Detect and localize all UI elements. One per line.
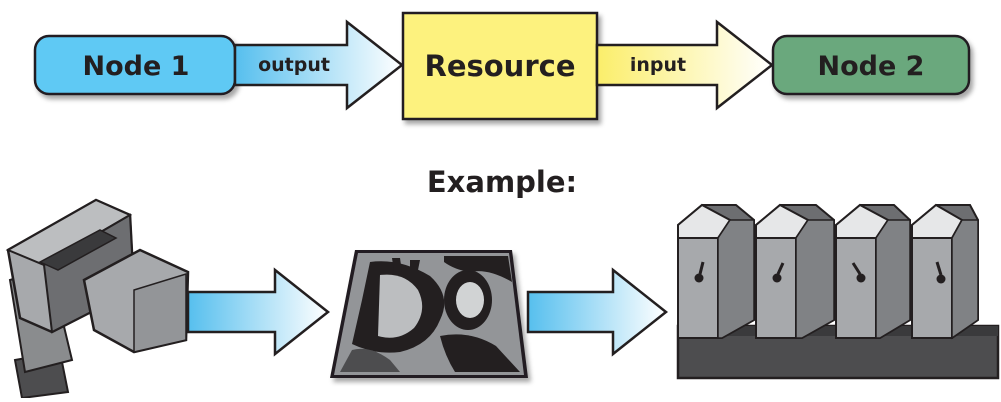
example-arrow-2 bbox=[526, 267, 669, 357]
press-unit-3 bbox=[835, 203, 911, 339]
node1-box: Node 1 bbox=[33, 34, 237, 96]
example-arrow-1 bbox=[186, 267, 331, 357]
imagesetter-icon bbox=[5, 198, 190, 400]
press-unit-4 bbox=[911, 203, 979, 340]
press-unit-1 bbox=[677, 203, 755, 339]
image-sheet-icon bbox=[330, 250, 528, 378]
resource-label: Resource bbox=[425, 49, 576, 83]
node2-box: Node 2 bbox=[771, 34, 971, 96]
output-arrow: output bbox=[233, 19, 405, 111]
input-arrow-label: input bbox=[630, 54, 686, 76]
node2-label: Node 2 bbox=[818, 51, 925, 82]
node1-label: Node 1 bbox=[83, 51, 190, 82]
input-arrow: input bbox=[595, 19, 775, 111]
four-unit-press-icon bbox=[676, 203, 1000, 380]
press-unit-2 bbox=[755, 203, 835, 339]
example-title: Example: bbox=[427, 165, 577, 199]
output-arrow-label: output bbox=[258, 54, 330, 76]
resource-box: Resource bbox=[401, 11, 599, 121]
